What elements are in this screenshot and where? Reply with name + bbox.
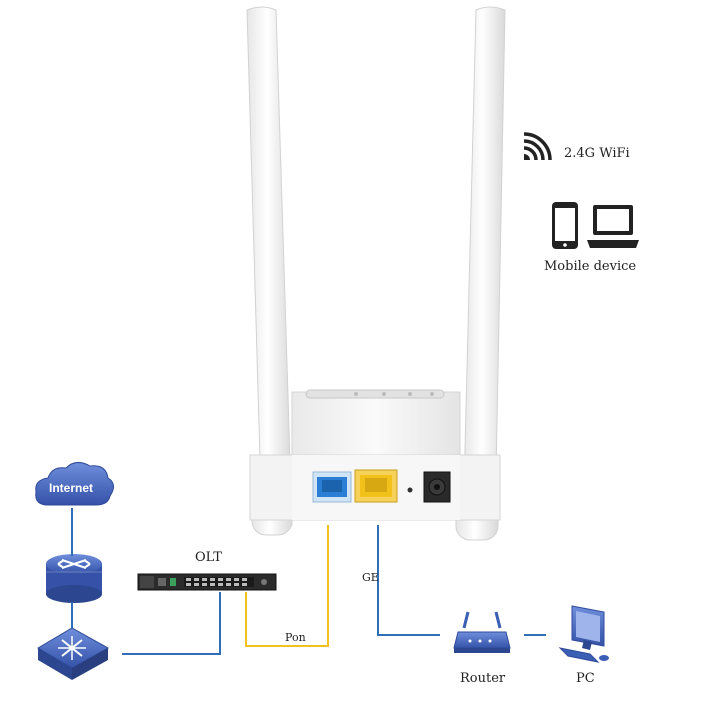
pc-icon [558,605,609,663]
core-router-icon [46,554,102,603]
onu-device [246,6,506,541]
smartphone-icon [552,202,578,249]
pon-label: Pon [285,631,306,644]
olt-label: OLT [195,550,222,565]
ge-label: GE [362,571,379,584]
switch-icon [37,627,110,680]
cloud-icon [35,462,114,506]
laptop-icon [587,205,639,248]
pon-line [245,525,329,647]
pc-label: PC [576,671,595,686]
wifi-router-icon [453,611,511,653]
wifi-label: 2.4G WiFi [564,146,630,161]
router-label: Router [460,671,506,686]
mobile-device-label: Mobile device [544,259,637,274]
olt-uplink-line [122,592,221,655]
wifi-icon [523,132,552,161]
olt-device-icon [137,573,277,591]
ge-line [377,525,440,636]
internet-label: Internet [49,481,94,495]
